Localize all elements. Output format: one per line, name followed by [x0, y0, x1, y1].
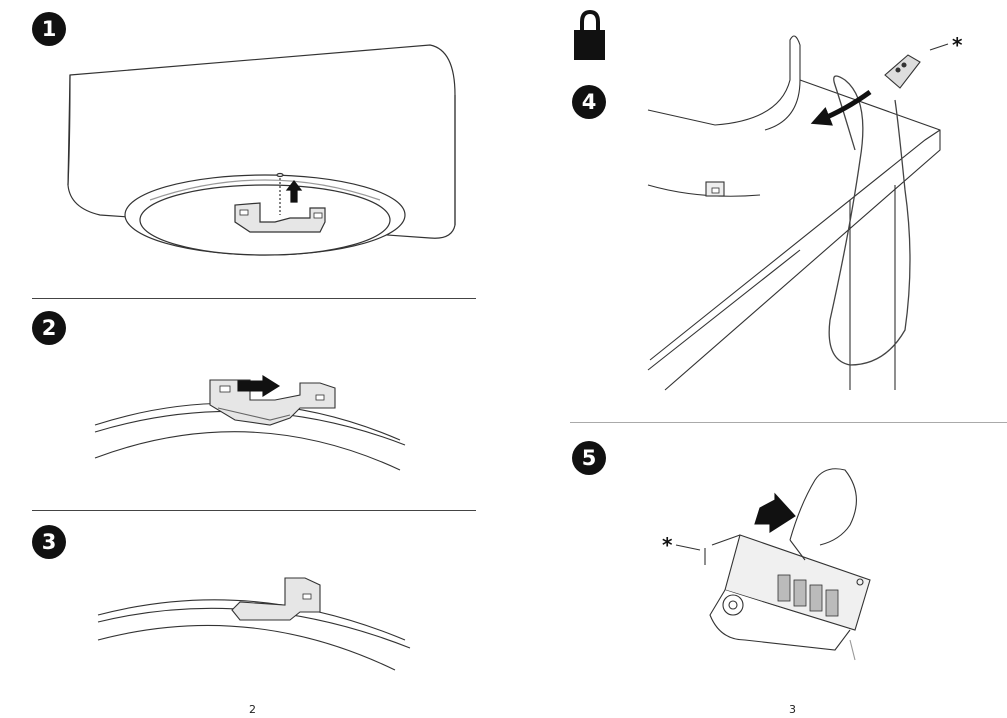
step1-device-illustration — [67, 44, 456, 256]
step5-lock-illustration — [675, 468, 871, 661]
step3-bracket-illustration — [97, 577, 411, 671]
divider-step2-step3 — [32, 510, 476, 511]
step-1-badge: 1 — [32, 12, 66, 46]
callout-asterisk-top: * — [952, 33, 963, 57]
step-5-badge: 5 — [572, 441, 606, 475]
page-number-right: 3 — [789, 703, 796, 716]
step4-desk-illustration — [647, 35, 949, 391]
page-number-left: 2 — [249, 703, 256, 716]
step-4-badge: 4 — [572, 85, 606, 119]
divider-step4-step5 — [570, 422, 1007, 423]
divider-step1-step2 — [32, 298, 476, 299]
step2-bracket-illustration — [94, 375, 406, 471]
step-3-badge: 3 — [32, 525, 66, 559]
callout-asterisk-detail: * — [662, 533, 673, 557]
step-2-badge: 2 — [32, 311, 66, 345]
padlock-icon — [574, 10, 605, 60]
